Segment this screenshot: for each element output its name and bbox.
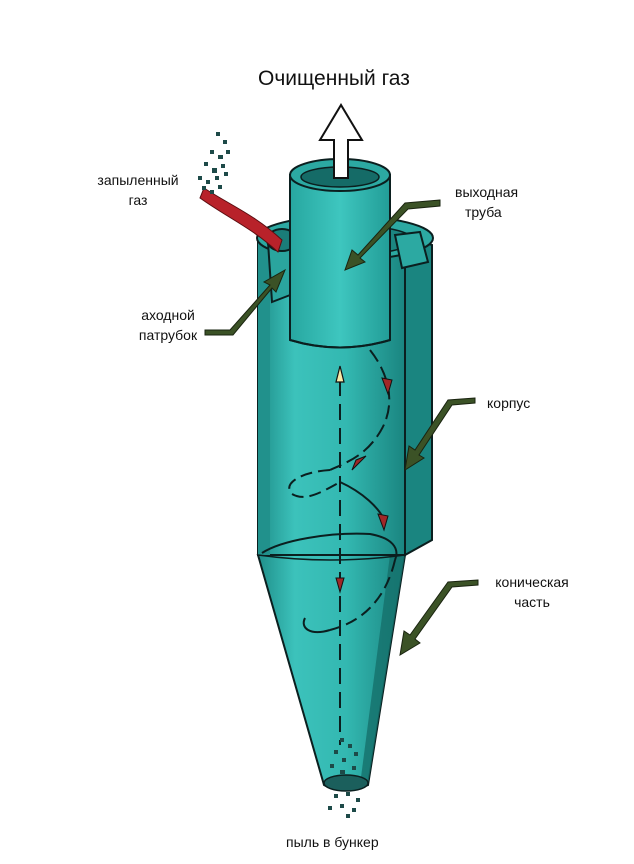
outlet-pipe-bottom-edge <box>289 339 391 349</box>
cone-shadow-strip <box>360 555 405 785</box>
dust-particles-bunker <box>328 738 360 818</box>
dusty-gas-label: запыленный газ <box>88 170 188 210</box>
conical-pointer <box>399 579 479 656</box>
body-pointer <box>404 397 476 472</box>
dusty-gas-label-line1: запыленный <box>97 172 179 188</box>
flow-arrowhead-4 <box>335 577 345 594</box>
outlet-pipe-label: выходная труба <box>455 182 518 222</box>
flow-arrowhead-2 <box>351 455 367 471</box>
ring-notch <box>393 230 430 270</box>
flow-arrowhead-1 <box>381 377 393 396</box>
dust-bunker-label: пыль в бункер <box>286 834 379 850</box>
outlet-pipe <box>289 174 391 349</box>
inlet-pipe-label: аходной патрубок <box>128 305 208 345</box>
pointer-arrows <box>204 199 479 656</box>
body-outer-wall <box>404 233 433 557</box>
conical-part-label-line1: коническая <box>495 574 569 590</box>
outlet-pipe-pointer <box>344 199 441 271</box>
conical-part-label: коническая часть <box>482 572 582 612</box>
dusty-gas-label-line2: газ <box>128 192 148 208</box>
up-arrowhead <box>335 365 345 383</box>
body-left-wall <box>258 232 270 555</box>
body-cone-seam <box>257 554 406 561</box>
outlet-pipe-label-line1: выходная <box>455 184 519 200</box>
dusty-gas-flow <box>199 187 283 253</box>
body-label: корпус <box>487 395 531 411</box>
inlet-pipe-label-line1: аходной <box>141 307 195 323</box>
conical-part-label-line2: часть <box>514 594 550 610</box>
clean-gas-arrow <box>318 103 364 179</box>
dust-outlet <box>323 774 369 792</box>
clean-gas-label: Очищенный газ <box>258 67 410 90</box>
inlet-pipe-pointer <box>204 268 287 336</box>
outlet-pipe-label-line2: труба <box>465 204 502 220</box>
dust-particles-inlet <box>198 132 230 194</box>
flow-arrowhead-3 <box>377 513 389 532</box>
inlet-pipe-label-line2: патрубок <box>138 327 198 343</box>
